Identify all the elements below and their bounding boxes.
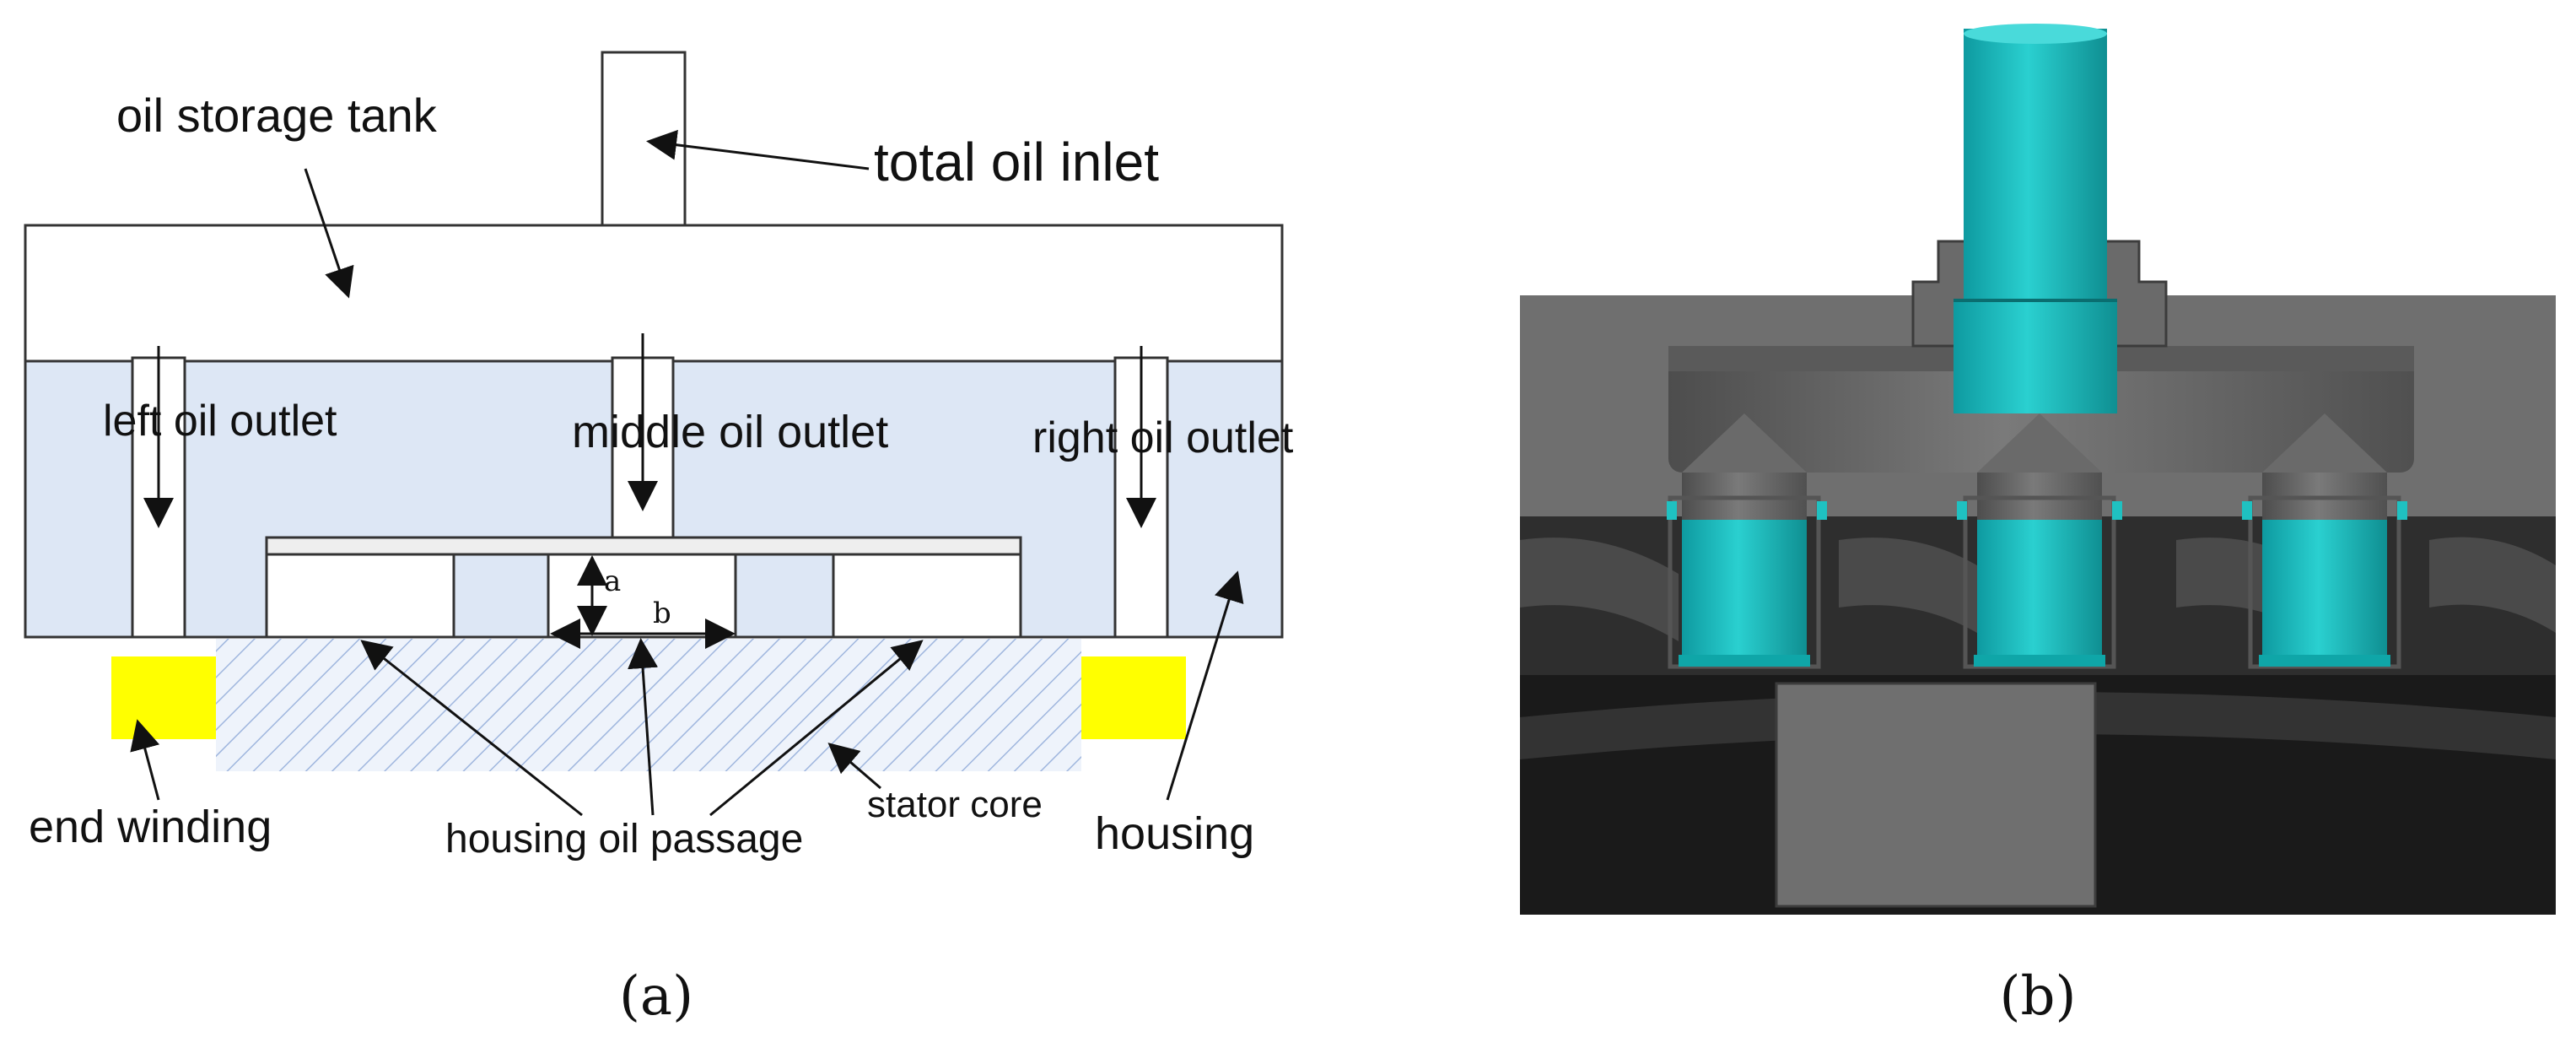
caption-panel-a: (a) (619, 965, 693, 1028)
model-clip-6 (2397, 501, 2407, 520)
leader-housing-oil-passage-right (709, 640, 924, 817)
model-curved-highlight-mid (1839, 538, 1991, 641)
label-dimension-b: b (653, 597, 671, 630)
model-curved-highlight-left (1520, 538, 1679, 641)
model-clip-3 (1957, 501, 1967, 520)
leader-total-oil-inlet (646, 129, 870, 170)
model-clip-2 (1817, 501, 1827, 520)
label-housing-oil-passage: housing oil passage (445, 817, 803, 862)
model-inlet-cylinder-upper (1964, 29, 2107, 299)
end-winding-right (1081, 656, 1186, 739)
housing-passage-middle-block (547, 553, 737, 639)
housing-passage-left-block (265, 553, 455, 639)
leader-end-winding (130, 719, 160, 801)
leader-stator-core (827, 743, 881, 790)
end-winding-left (111, 656, 216, 739)
label-left-oil-outlet: left oil outlet (103, 397, 337, 446)
housing-passage-top-strip (265, 536, 1022, 556)
label-end-winding: end winding (29, 802, 272, 852)
model-inlet-cylinder-lower (1954, 299, 2117, 413)
label-middle-oil-outlet: middle oil outlet (572, 407, 888, 457)
label-right-oil-outlet: right oil outlet (1032, 413, 1294, 462)
housing-passage-right-block (832, 553, 1022, 639)
label-stator-core: stator core (867, 784, 1043, 825)
label-total-oil-inlet: total oil inlet (874, 132, 1159, 192)
total-oil-inlet-pipe (601, 51, 687, 227)
model-nozzle-middle (1963, 413, 2116, 669)
model-clip-1 (1667, 501, 1677, 520)
panel-b-3d-model: (b) (1520, 24, 2556, 1028)
model-inlet-cylinder-top (1964, 24, 2107, 44)
label-oil-storage-tank: oil storage tank (116, 89, 438, 142)
model-central-block (1775, 682, 2097, 908)
model-curved-highlight-far (2429, 537, 2556, 633)
panel-a-schematic: oil storage tank total oil inlet left oi… (24, 51, 1294, 1028)
leader-oil-storage-tank (304, 168, 354, 299)
caption-panel-b: (b) (2000, 965, 2077, 1028)
model-nozzle-left (1668, 413, 1821, 669)
model-clip-5 (2242, 501, 2252, 520)
model-nozzle-right (2248, 413, 2401, 669)
leader-housing-oil-passage-middle (628, 638, 659, 816)
model-clip-4 (2112, 501, 2122, 520)
leader-housing (1166, 570, 1244, 801)
label-housing: housing (1095, 808, 1254, 859)
label-dimension-a: a (604, 565, 621, 598)
oil-storage-tank-body (24, 224, 1284, 363)
leader-housing-oil-passage-left (360, 640, 583, 817)
